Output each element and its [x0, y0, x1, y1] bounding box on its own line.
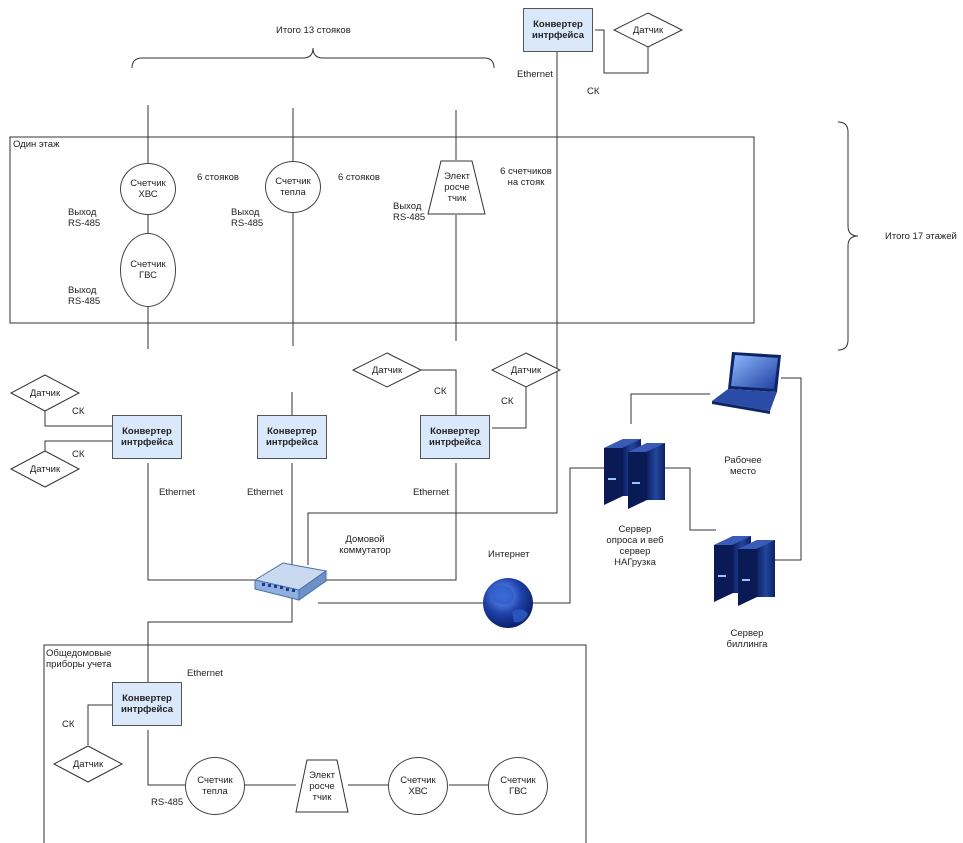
floor-electric-meter-shape	[427, 160, 486, 215]
output-rs485-label-4: Выход RS-485	[393, 201, 426, 223]
meter-hot-water: Счетчик ГВС	[120, 233, 176, 307]
polling-server-label: Сервер опроса и веб сервер НАГрузка	[606, 524, 664, 568]
converter-right: Конвертер интрфейса	[420, 415, 490, 459]
ethernet-label-2: Ethernet	[247, 487, 283, 498]
sensor-left-2-label: Датчик	[29, 464, 61, 475]
ethernet-top-label: Ethernet	[517, 69, 553, 80]
sk-bottom-label: СК	[62, 719, 75, 730]
sk-top-label: СК	[587, 86, 600, 97]
network-switch-icon	[253, 562, 328, 601]
rs485-bottom-label: RS-485	[151, 797, 184, 808]
floor-electric-meter-label: Элект росче тчик	[444, 171, 470, 204]
sk-left-2-label: СК	[72, 449, 85, 460]
riser-lines	[147, 105, 457, 349]
risers-brace	[131, 47, 495, 69]
bottom-electric-meter-label: Элект росче тчик	[309, 770, 335, 803]
sensor-top-diamond	[612, 12, 684, 48]
sk-mid-label: СК	[434, 386, 447, 397]
internet-globe-icon	[483, 578, 533, 628]
output-rs485-label-3: Выход RS-485	[231, 207, 264, 229]
bottom-meter-heat: Счетчик тепла	[185, 757, 245, 815]
bottom-meter-cold: Счетчик ХВС	[388, 757, 448, 815]
meter-heat: Счетчик тепла	[265, 161, 321, 213]
ethernet-bottom-label: Ethernet	[187, 668, 223, 679]
sk-left-1-label: СК	[72, 406, 85, 417]
converter-middle: Конвертер интрфейса	[257, 415, 327, 459]
building-meters-container	[43, 644, 587, 843]
meter-cold-water: Счетчик ХВС	[120, 163, 176, 215]
internet-label: Интернет	[488, 549, 530, 560]
sensor-left-2-diamond	[9, 450, 81, 488]
house-switch-label: Домовой коммутатор	[339, 534, 391, 556]
bottom-electric-meter-shape	[295, 759, 349, 813]
six-risers-label-1: 6 стояков	[197, 172, 239, 183]
ethernet-label-1: Ethernet	[159, 487, 195, 498]
total-floors-label: Итого 17 этажей	[885, 231, 957, 242]
billing-server-icon	[714, 536, 775, 606]
sensor-bottom-label: Датчик	[72, 759, 104, 770]
sensor-mid-diamond	[351, 352, 423, 388]
converter-bottom: Конвертер интрфейса	[112, 682, 182, 726]
total-risers-label: Итого 13 стояков	[276, 25, 351, 36]
sensor-right-diamond	[490, 352, 562, 388]
billing-server-label: Сервер биллинга	[726, 628, 768, 650]
workstation-laptop-icon	[712, 352, 781, 414]
output-rs485-label-2: Выход RS-485	[68, 285, 101, 307]
ethernet-label-3: Ethernet	[413, 487, 449, 498]
six-meters-per-riser-label: 6 счетчиков на стояк	[500, 166, 552, 188]
sensor-bottom-diamond	[52, 745, 124, 783]
output-rs485-label-1: Выход RS-485	[68, 207, 101, 229]
connection-lines	[44, 29, 802, 786]
polling-server-icon	[604, 439, 665, 509]
one-floor-label: Один этаж	[13, 139, 60, 150]
sensor-mid-label: Датчик	[371, 365, 403, 376]
bottom-meter-hot: Счетчик ГВС	[488, 757, 548, 815]
sensor-top-label: Датчик	[632, 25, 664, 36]
converter-left: Конвертер интрфейса	[112, 415, 182, 459]
six-risers-label-2: 6 стояков	[338, 172, 380, 183]
sk-right-label: СК	[501, 396, 514, 407]
workstation-label: Рабочее место	[724, 455, 762, 477]
floors-brace	[837, 121, 859, 351]
building-meters-label: Общедомовые приборы учета	[46, 648, 112, 670]
sensor-left-1-label: Датчик	[29, 388, 61, 399]
converter-top: Конвертер интрфейса	[523, 8, 593, 52]
floor-container	[9, 136, 755, 324]
sensor-right-label: Датчик	[510, 365, 542, 376]
sensor-left-1-diamond	[9, 374, 81, 412]
